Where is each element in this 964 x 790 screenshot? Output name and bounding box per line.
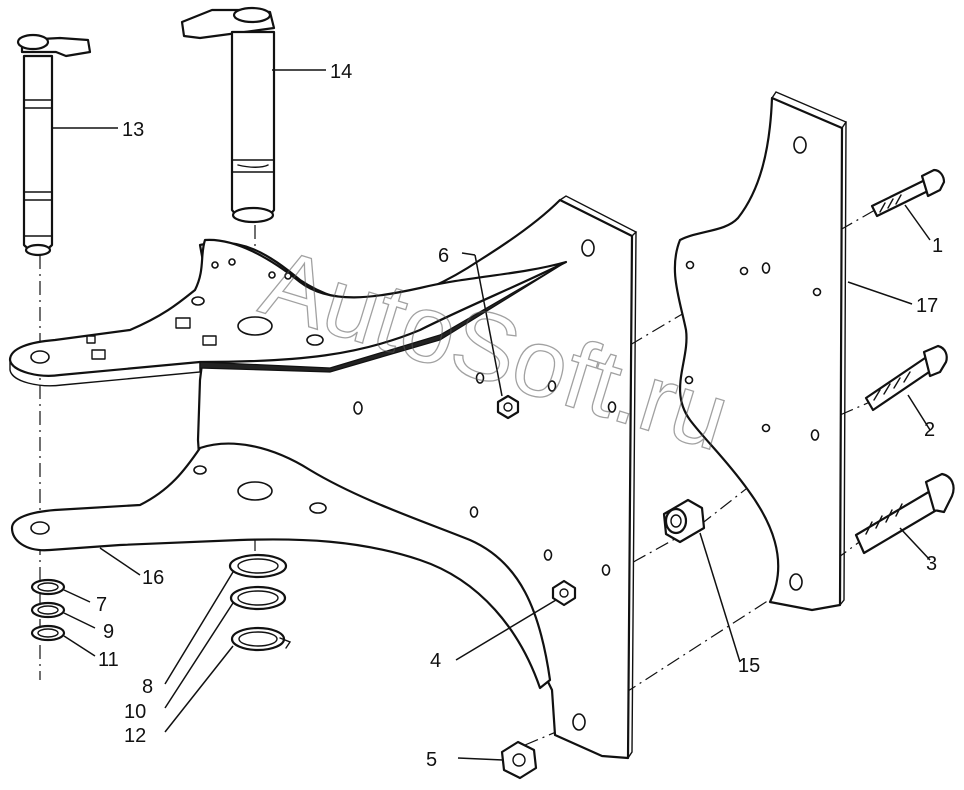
callout-7: 7 [96,594,107,616]
callout-17: 17 [916,295,938,317]
part-17-rear-plate [673,91,848,612]
part-15-spacer [662,498,706,544]
callout-labels: 1 2 3 4 5 6 7 8 9 10 11 12 13 14 15 16 1… [96,61,943,771]
callout-2: 2 [924,419,935,441]
callout-3: 3 [926,553,937,575]
callout-12: 12 [124,725,146,747]
washers-left [30,578,66,642]
callout-9: 9 [103,621,114,643]
washers-right [228,553,292,652]
callout-4: 4 [430,650,441,672]
callout-16: 16 [142,567,164,589]
nuts [496,394,577,780]
callout-6: 6 [438,245,449,267]
part-16-bracket [8,195,638,760]
callout-5: 5 [426,749,437,771]
callout-1: 1 [932,235,943,257]
callout-14: 14 [330,61,352,83]
callout-11: 11 [98,649,119,671]
callout-15: 15 [738,655,760,677]
callout-13: 13 [122,119,144,141]
bolts [854,168,955,555]
part-14-pin [180,6,276,224]
leader-lines [52,69,931,761]
callout-8: 8 [142,676,153,698]
part-13-pin [16,33,92,257]
callout-10: 10 [124,701,146,723]
